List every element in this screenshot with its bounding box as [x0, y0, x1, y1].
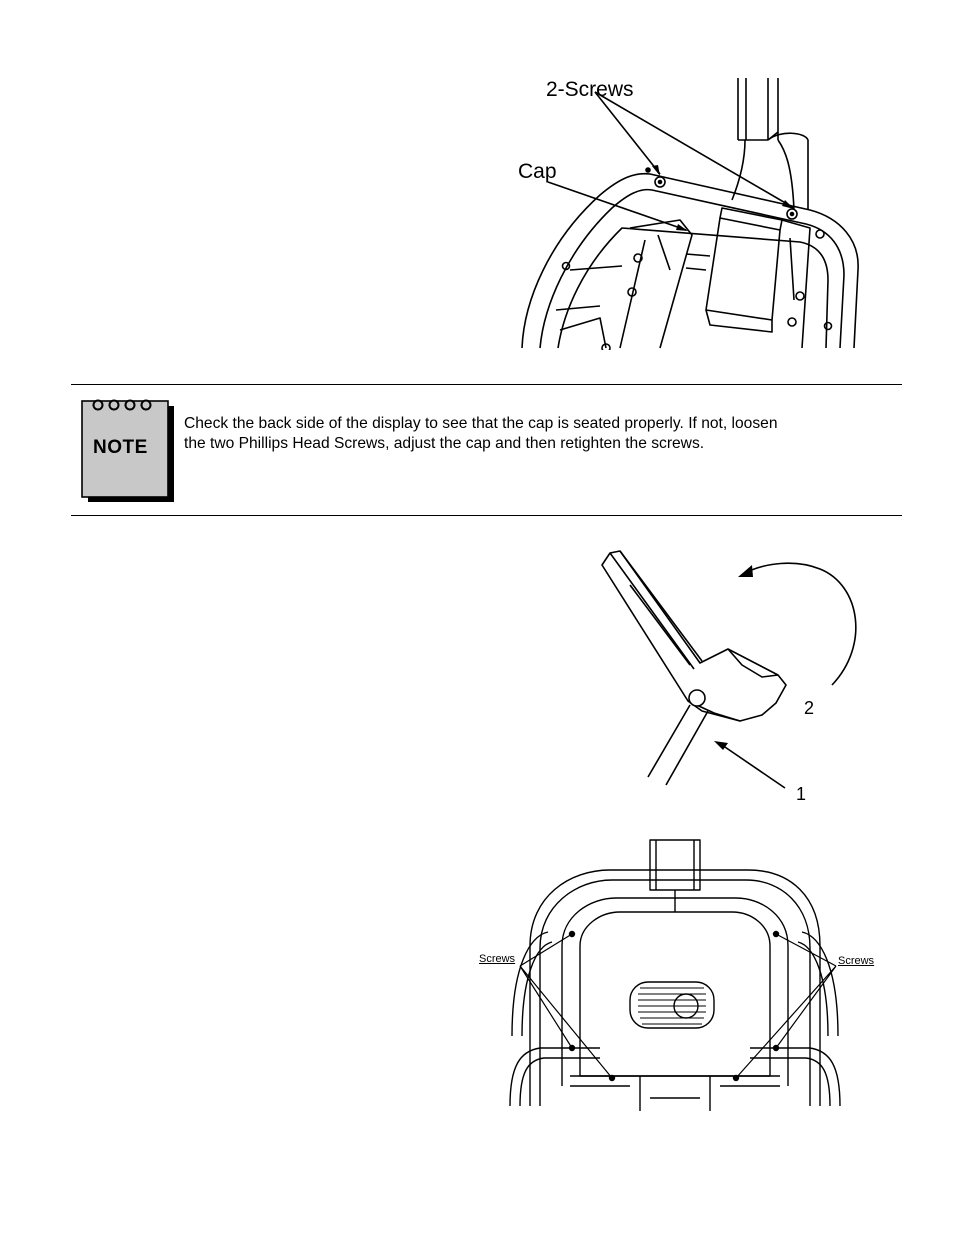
label-step-2: 2: [804, 698, 814, 719]
note-line-1: Check the back side of the display to se…: [184, 414, 904, 434]
note-top-rule: [71, 384, 902, 385]
label-screws-left: Screws: [479, 953, 515, 965]
note-bottom-rule: [71, 515, 902, 516]
label-cap: Cap: [518, 160, 557, 184]
note-line-2: the two Phillips Head Screws, adjust the…: [184, 434, 904, 454]
note-badge-text: NOTE: [93, 437, 148, 459]
note-body: Check the back side of the display to se…: [184, 414, 904, 454]
rear-screws-illustration: [500, 836, 860, 1111]
label-step-1: 1: [796, 784, 806, 805]
label-2-screws: 2-Screws: [546, 78, 634, 102]
tilt-display-illustration: [590, 545, 880, 800]
label-screws-right: Screws: [838, 955, 874, 967]
cap-screws-illustration: [510, 70, 870, 350]
